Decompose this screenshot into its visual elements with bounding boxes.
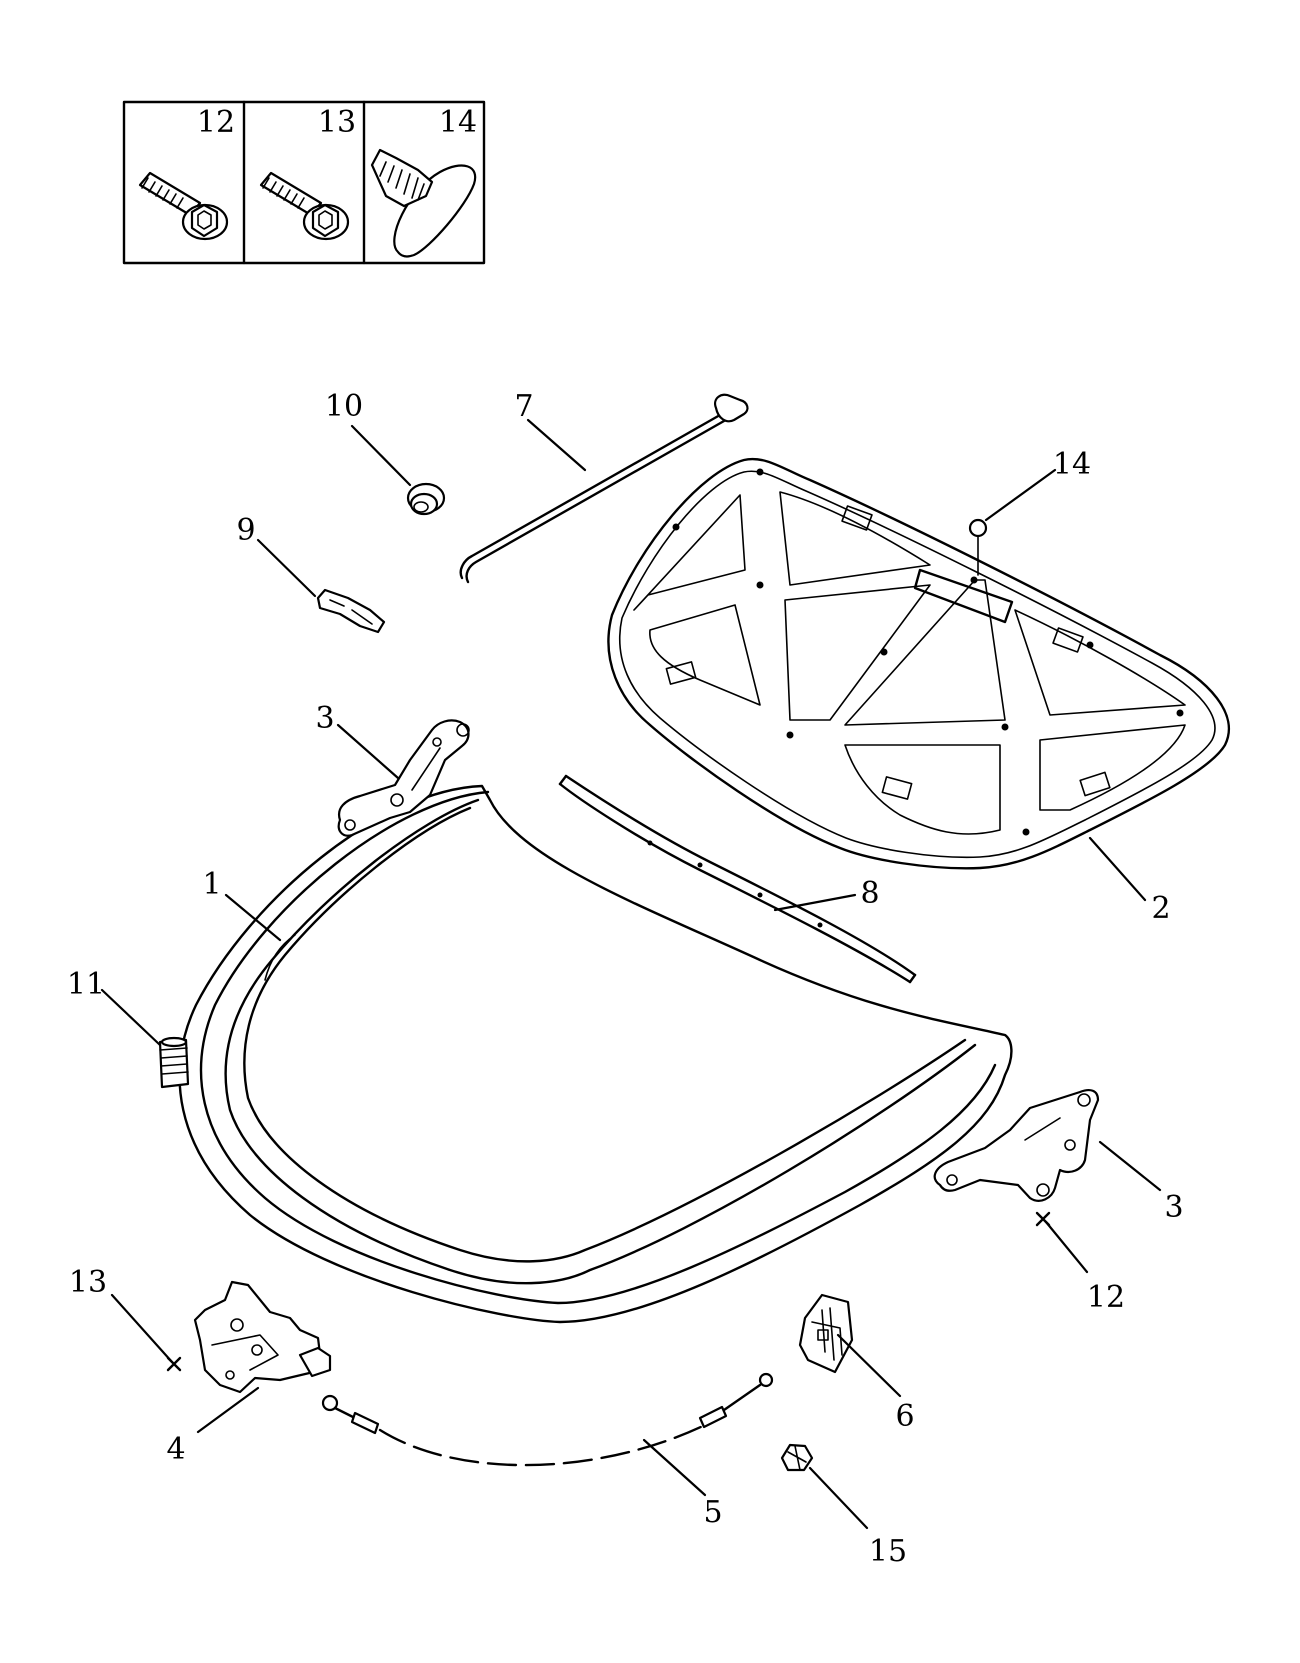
retainer-clip: [780, 1443, 814, 1472]
callout-10: 10: [325, 389, 363, 424]
hood-seal-strip: [558, 774, 917, 984]
hood-hinge-right: [933, 1089, 1100, 1227]
callout-1: 1: [202, 867, 221, 902]
hood-hinge-left: [337, 719, 470, 837]
flange-bolt-icon: [259, 171, 350, 241]
grommet: [406, 482, 446, 516]
callout-15: 15: [869, 1534, 907, 1569]
callout-4: 4: [166, 1432, 185, 1467]
callout-labels: 1 2 3 3 4 5 6 7 8 9 10 11 12 13 14 15: [67, 389, 1184, 1569]
release-cable: [321, 1372, 774, 1467]
inset-number: 13: [318, 105, 356, 140]
inset-frame: [122, 100, 486, 265]
callout-6: 6: [895, 1399, 914, 1434]
callout-14: 14: [1053, 447, 1091, 482]
push-clip-icon: [370, 148, 477, 258]
hood-bumper: [158, 1036, 190, 1089]
rod-holder-clip: [316, 588, 386, 634]
callout-3-right: 3: [1164, 1190, 1183, 1225]
callout-11: 11: [67, 967, 105, 1002]
fastener-inset: 12 13 14: [122, 100, 486, 265]
callout-9: 9: [236, 513, 255, 548]
cable-bracket: [798, 1293, 854, 1374]
flange-bolt-icon: [138, 171, 229, 241]
leader-lines: [100, 418, 1162, 1530]
hood-latch: [166, 1280, 332, 1394]
callout-5: 5: [703, 1495, 722, 1530]
hood-insulator: [607, 457, 1231, 870]
inset-number: 14: [439, 105, 477, 140]
hood-prop-rod: [459, 393, 749, 584]
callout-12: 12: [1087, 1280, 1125, 1315]
callout-13: 13: [69, 1265, 107, 1300]
callout-7: 7: [514, 389, 533, 424]
callout-8: 8: [860, 876, 879, 911]
hood-panel: [178, 784, 1013, 1324]
inset-number: 12: [197, 105, 235, 140]
callout-3-left: 3: [315, 701, 334, 736]
callout-2: 2: [1151, 891, 1170, 926]
insulator-clip: [968, 518, 988, 576]
